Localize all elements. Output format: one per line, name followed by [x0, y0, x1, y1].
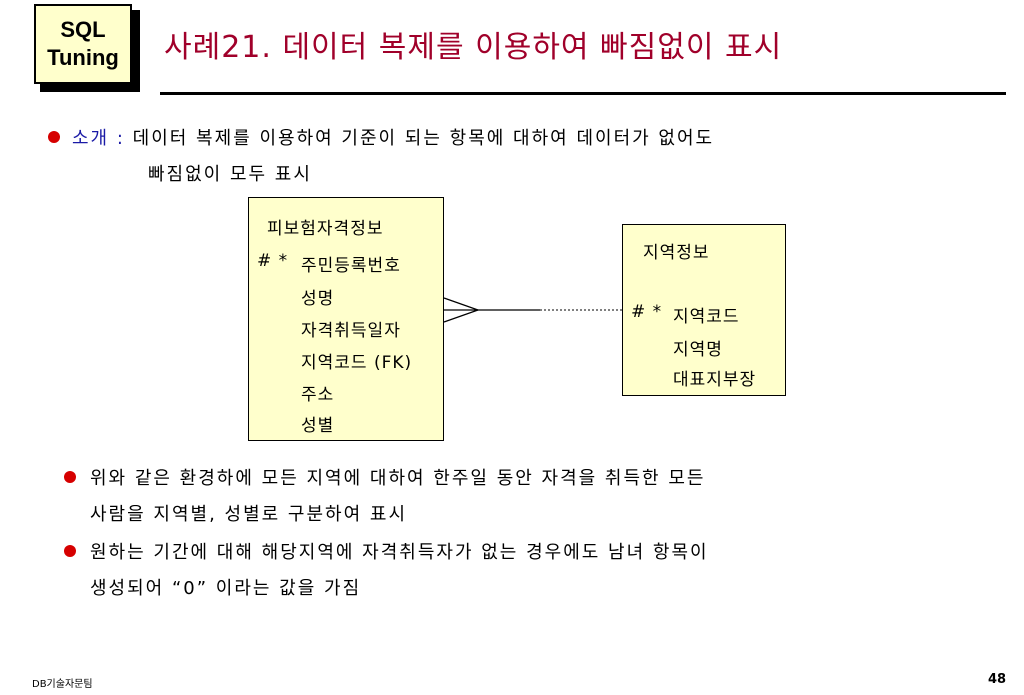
- intro-line-2: 빠짐없이 모두 표시: [148, 164, 312, 185]
- entity-right-attr: 대표지부장: [673, 370, 757, 390]
- intro-label: 소개 :: [72, 128, 125, 149]
- bullet-1-line-2: 사람을 지역별, 성별로 구분하여 표시: [90, 504, 408, 525]
- entity-right-key-marker: # *: [631, 302, 663, 322]
- entity-left-attr: 성명: [301, 289, 335, 309]
- entity-left-attr: 주소: [301, 385, 335, 405]
- entity-left-title: 피보험자격정보: [267, 219, 384, 239]
- logo-line-1: SQL: [60, 17, 106, 42]
- entity-right-key-attr: 지역코드: [673, 307, 740, 327]
- relationship-connector: [443, 297, 624, 323]
- entity-right-title: 지역정보: [643, 243, 710, 263]
- bullet-icon: [64, 471, 76, 483]
- intro-line-1: 소개 : 데이터 복제를 이용하여 기준이 되는 항목에 대하여 데이터가 없어…: [72, 124, 714, 150]
- bullet-icon: [64, 545, 76, 557]
- bullet-1-line-1: 위와 같은 환경하에 모든 지역에 대하여 한주일 동안 자격을 취득한 모든: [90, 468, 706, 489]
- title-divider: [160, 92, 1006, 95]
- bullet-2-line-1: 원하는 기간에 대해 해당지역에 자격취득자가 없는 경우에도 남녀 항목이: [90, 542, 709, 563]
- entity-left-key-marker: # *: [257, 251, 289, 271]
- intro-text-1: 데이터 복제를 이용하여 기준이 되는 항목에 대하여 데이터가 없어도: [132, 128, 715, 149]
- slide-title: 사례21. 데이터 복제를 이용하여 빠짐없이 표시: [164, 30, 783, 65]
- entity-left-attr: 지역코드 (FK): [301, 353, 413, 373]
- intro-bullet-icon: [48, 131, 60, 143]
- entity-right-attr: 지역명: [673, 340, 723, 360]
- page-number: 48: [988, 672, 1007, 687]
- entity-left-attr: 자격취득일자: [301, 321, 401, 341]
- crows-foot-upper: [443, 297, 479, 311]
- footer-org: DB기술자문팀: [32, 679, 93, 690]
- entity-left-attr: 성별: [301, 416, 335, 436]
- bullet-2-line-2: 생성되어 “0” 이라는 값을 가짐: [90, 578, 362, 599]
- logo-line-2: Tuning: [47, 45, 119, 70]
- sql-tuning-logo: SQL Tuning: [34, 4, 132, 84]
- entity-insured-qualification: 피보험자격정보 # * 주민등록번호 성명 자격취득일자 지역코드 (FK) 주…: [248, 197, 444, 441]
- entity-left-key-attr: 주민등록번호: [301, 256, 401, 276]
- crows-foot-lower: [443, 309, 479, 323]
- entity-region-info: 지역정보 # * 지역코드 지역명 대표지부장: [622, 224, 786, 396]
